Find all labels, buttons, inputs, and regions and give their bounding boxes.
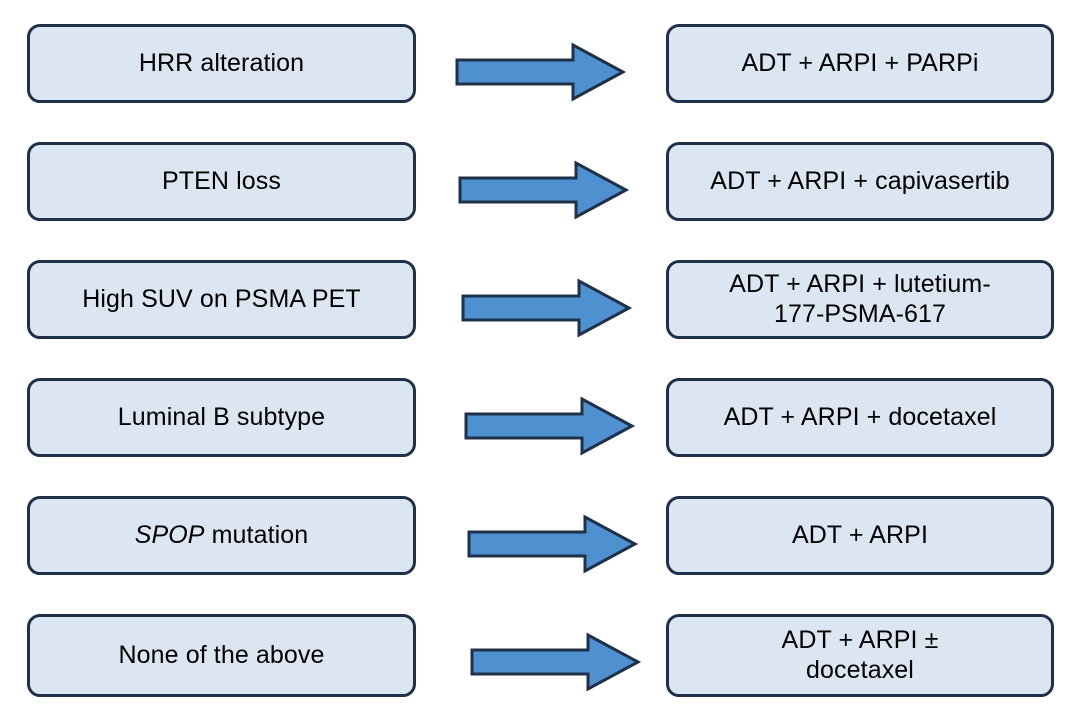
- biomarker-label: PTEN loss: [162, 166, 281, 195]
- treatment-node: ADT + ARPI + lutetium-177-PSMA-617: [666, 260, 1054, 339]
- diagram-row: Luminal B subtype ADT + ARPI + docetaxel: [0, 0, 1080, 457]
- treatment-node: ADT + ARPI ±docetaxel: [666, 614, 1054, 697]
- biomarker-label: High SUV on PSMA PET: [82, 284, 361, 313]
- flow-arrow-icon: [467, 513, 639, 575]
- treatment-label: ADT + ARPI + PARPi: [741, 48, 979, 77]
- flow-arrow-icon: [461, 277, 633, 339]
- treatment-node: ADT + ARPI + PARPi: [666, 24, 1054, 103]
- diagram-row: High SUV on PSMA PET ADT + ARPI + lutetiu…: [0, 0, 1080, 339]
- biomarker-label: None of the above: [118, 640, 325, 669]
- biomarker-label: SPOP mutation: [134, 520, 309, 549]
- flow-arrow-icon: [470, 631, 642, 693]
- treatment-node: ADT + ARPI + docetaxel: [666, 378, 1054, 457]
- flow-arrow-icon: [464, 395, 636, 457]
- treatment-label: ADT + ARPI + lutetium-177-PSMA-617: [729, 270, 991, 328]
- flow-arrow-icon: [455, 41, 627, 103]
- biomarker-node: None of the above: [27, 614, 416, 697]
- diagram-row: HRR alteration ADT + ARPI + PARPi: [0, 0, 1080, 103]
- treatment-label: ADT + ARPI ±docetaxel: [781, 626, 939, 684]
- diagram-row: SPOP mutation ADT + ARPI: [0, 0, 1080, 575]
- biomarker-node: PTEN loss: [27, 142, 416, 221]
- treatment-label: ADT + ARPI + capivasertib: [710, 166, 1010, 195]
- treatment-node: ADT + ARPI: [666, 496, 1054, 575]
- biomarker-node: Luminal B subtype: [27, 378, 416, 457]
- biomarker-node: SPOP mutation: [27, 496, 416, 575]
- diagram-row: PTEN loss ADT + ARPI + capivasertib: [0, 0, 1080, 221]
- treatment-label: ADT + ARPI: [791, 520, 928, 549]
- treatment-node: ADT + ARPI + capivasertib: [666, 142, 1054, 221]
- flow-arrow-icon: [458, 159, 630, 221]
- biomarker-label: HRR alteration: [138, 48, 305, 77]
- biomarker-node: HRR alteration: [27, 24, 416, 103]
- biomarker-node: High SUV on PSMA PET: [27, 260, 416, 339]
- treatment-label: ADT + ARPI + docetaxel: [723, 402, 997, 431]
- biomarker-label: Luminal B subtype: [117, 402, 326, 431]
- diagram-row: None of the above ADT + ARPI ±docetaxel: [0, 0, 1080, 697]
